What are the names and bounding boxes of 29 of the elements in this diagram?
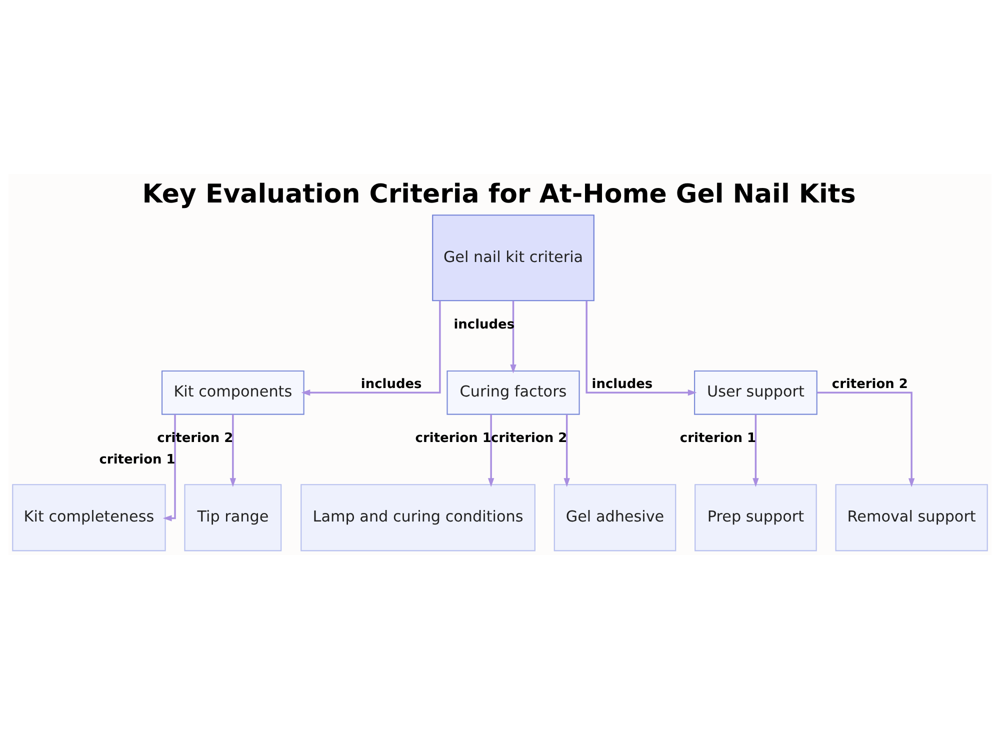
arrow — [817, 392, 915, 488]
edge-label: criterion 2 — [157, 430, 234, 446]
node-box: Kit components — [161, 370, 304, 415]
node-box: User support — [694, 370, 818, 415]
node-box: Gel adhesive — [554, 484, 676, 552]
node-box: Removal support — [835, 484, 988, 552]
arrow — [301, 300, 441, 396]
edge-label: criterion 2 — [491, 430, 568, 446]
node-box: Gel nail kit criteria — [432, 214, 594, 302]
edge-label: criterion 1 — [680, 430, 756, 446]
node-box: Lamp and curing conditions — [300, 484, 536, 552]
edge-label: includes — [454, 317, 515, 332]
node-box: Tip range — [184, 484, 282, 552]
edge-label: includes — [360, 376, 422, 392]
node-box: Kit completeness — [12, 484, 166, 552]
arrow — [586, 300, 697, 396]
arrow — [564, 414, 570, 487]
node-box: Curing factors — [446, 370, 580, 415]
edge-label: criterion 1 — [99, 452, 176, 468]
arrow — [510, 300, 516, 374]
node-box: Prep support — [694, 484, 817, 552]
edge-label: includes — [592, 376, 653, 392]
arrow — [230, 414, 236, 487]
arrow — [162, 414, 176, 522]
arrow — [752, 414, 759, 487]
arrow — [488, 414, 494, 487]
edge-label: criterion 2 — [832, 376, 908, 392]
diagram-title: Key Evaluation Criteria for At-Home Gel Nail Kits — [142, 179, 856, 210]
edge-label: criterion 1 — [415, 430, 492, 446]
